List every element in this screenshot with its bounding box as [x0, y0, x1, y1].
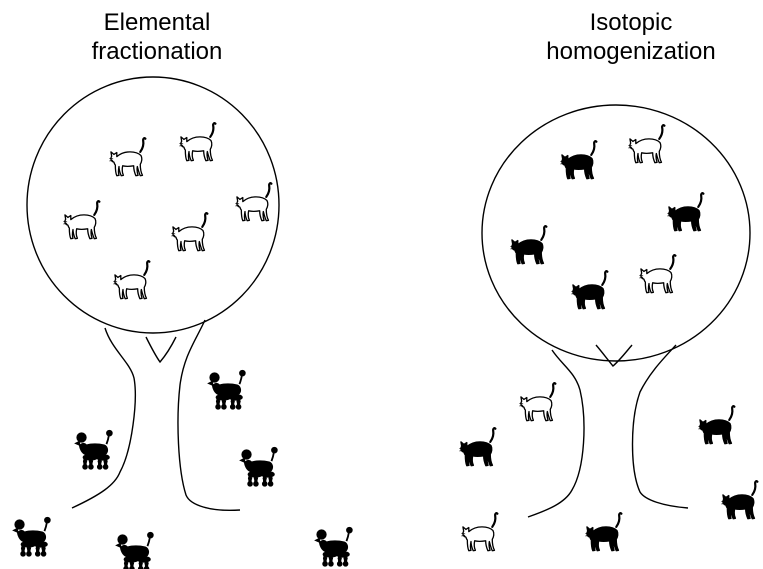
tree-trunk — [633, 345, 689, 508]
black-cat-icon — [560, 141, 596, 178]
tree-trunk — [72, 328, 135, 508]
black-cat-icon — [667, 193, 703, 230]
black-cat-icon — [585, 513, 621, 550]
white-cat-icon — [63, 201, 99, 238]
tree-trunk — [178, 320, 240, 510]
white-cat-icon — [109, 138, 145, 175]
black-poodle-icon — [315, 527, 352, 566]
black-poodle-icon — [208, 370, 245, 409]
black-cat-icon — [510, 226, 546, 263]
tree-crown — [482, 105, 750, 361]
white-cat-icon — [628, 125, 664, 162]
white-cat-icon — [639, 255, 675, 292]
black-poodle-icon — [240, 447, 277, 486]
black-cat-icon — [721, 481, 757, 518]
tree-trunk — [596, 345, 632, 366]
animals — [13, 123, 757, 569]
white-cat-icon — [179, 123, 215, 160]
black-poodle-icon — [13, 517, 50, 556]
white-cat-icon — [171, 213, 207, 250]
black-poodle-icon — [75, 430, 112, 469]
black-cat-icon — [459, 428, 495, 465]
black-cat-icon — [698, 406, 734, 443]
black-poodle-icon — [116, 532, 153, 569]
white-cat-icon — [519, 383, 555, 420]
tree-trunk — [528, 350, 584, 517]
white-cat-icon — [113, 261, 149, 298]
black-cat-icon — [571, 271, 607, 308]
white-cat-icon — [461, 513, 497, 550]
white-cat-icon — [235, 183, 271, 220]
tree-trunk — [146, 337, 176, 362]
